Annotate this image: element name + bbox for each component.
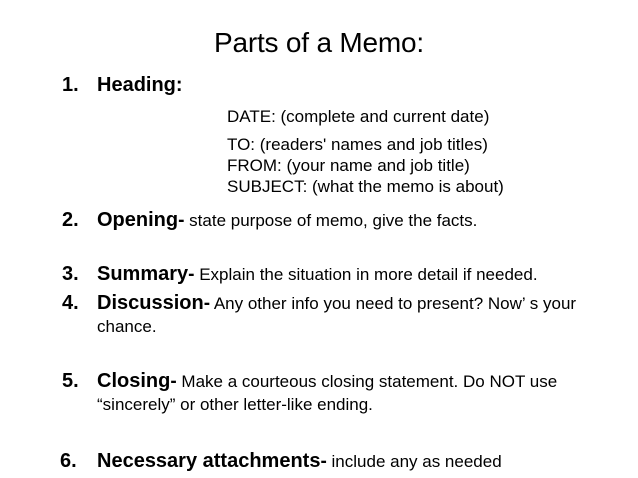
list-item-2-head: Opening xyxy=(97,209,179,231)
heading-fields-list: DATE: (complete and current date) TO: (r… xyxy=(97,106,598,197)
list-item-opening: 2. Opening- state purpose of memo, give … xyxy=(0,207,638,233)
list-item-5-body: Closing- Make a courteous closing statem… xyxy=(97,368,598,416)
heading-field-subject: SUBJECT: (what the memo is about) xyxy=(227,177,504,196)
list-item-4-dash: - xyxy=(203,293,211,314)
list-item-heading: 1. Heading: DATE: (complete and current … xyxy=(0,72,638,197)
list-item-2-body: Opening- state purpose of memo, give the… xyxy=(97,207,598,233)
list-item-5-dash: - xyxy=(170,371,177,392)
list-item-discussion: 4. Discussion- Any other info you need t… xyxy=(0,290,638,338)
list-item-5-desc: Make a courteous closing statement. Do N… xyxy=(97,372,558,414)
list-item-summary: 3. Summary- Explain the situation in mor… xyxy=(0,261,638,287)
list-item-3-body: Summary- Explain the situation in more d… xyxy=(97,261,598,287)
list-item-2-desc: state purpose of memo, give the facts. xyxy=(189,211,478,230)
list-item-4-desc: Any other info you need to present? Now’… xyxy=(97,294,577,336)
list-item-6-head: Necessary attachments xyxy=(97,450,321,472)
list-item-3-head: Summary xyxy=(97,263,189,285)
list-marker-6: 6. xyxy=(60,450,77,472)
list-item-3-dash: - xyxy=(188,264,195,285)
list-item-necessary-attachments: 6. Necessary attachments- include any as… xyxy=(0,448,638,474)
list-item-closing: 5. Closing- Make a courteous closing sta… xyxy=(0,368,638,416)
list-item-6-desc: include any as needed xyxy=(331,452,502,471)
list-item-1-body: Heading: xyxy=(97,72,598,98)
heading-field-to: TO: (readers' names and job titles) xyxy=(227,135,488,154)
list-marker-4: 4. xyxy=(62,292,79,314)
list-marker-2: 2. xyxy=(62,209,79,231)
list-item-4-head: Discussion xyxy=(97,292,204,314)
page-title: Parts of a Memo: xyxy=(214,27,424,58)
list-item-2-dash: - xyxy=(178,210,185,231)
list-marker-3: 3. xyxy=(62,263,79,285)
list-item-5-head: Closing xyxy=(97,370,171,392)
list-item-4-body: Discussion- Any other info you need to p… xyxy=(97,290,598,338)
list-marker-5: 5. xyxy=(62,370,79,392)
list-marker-1: 1. xyxy=(62,74,79,96)
heading-field-date: DATE: (complete and current date) xyxy=(227,107,490,126)
heading-field-from: FROM: (your name and job title) xyxy=(227,156,470,175)
memo-parts-list: 1. Heading: DATE: (complete and current … xyxy=(0,72,638,474)
list-item-6-body: Necessary attachments- include any as ne… xyxy=(97,448,598,474)
list-item-3-desc: Explain the situation in more detail if … xyxy=(199,265,538,284)
list-item-6-dash: - xyxy=(320,451,327,472)
list-item-1-head: Heading: xyxy=(97,74,183,96)
